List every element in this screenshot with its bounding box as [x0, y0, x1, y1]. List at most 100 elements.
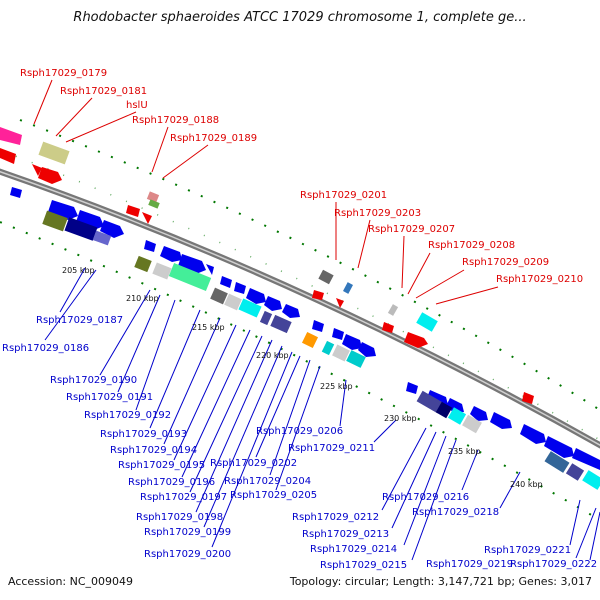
gene-feature[interactable]: [342, 334, 362, 350]
gene-feature[interactable]: [318, 269, 334, 285]
gene-label-Rsph17029_0214[interactable]: Rsph17029_0214: [310, 544, 397, 555]
gene-feature[interactable]: [387, 304, 399, 316]
gene-label-Rsph17029_0219[interactable]: Rsph17029_0219: [426, 559, 513, 570]
gene-feature[interactable]: [146, 191, 160, 203]
gene-label-Rsph17029_0207[interactable]: Rsph17029_0207: [368, 224, 455, 235]
gene-feature[interactable]: [42, 210, 68, 232]
gene-label-Rsph17029_0210[interactable]: Rsph17029_0210: [496, 274, 583, 285]
gene-feature[interactable]: [343, 282, 353, 294]
gene-label-Rsph17029_0216[interactable]: Rsph17029_0216: [382, 492, 469, 503]
gene-feature[interactable]: [406, 382, 418, 394]
gene-label-Rsph17029_0198[interactable]: Rsph17029_0198: [136, 512, 223, 523]
gene-feature[interactable]: [100, 220, 124, 238]
gene-feature[interactable]: [490, 412, 512, 429]
gene-feature[interactable]: [220, 276, 232, 288]
gene-feature[interactable]: [282, 304, 300, 318]
gene-label-Rsph17029_0201[interactable]: Rsph17029_0201: [300, 190, 387, 201]
gene-label-Rsph17029_0205[interactable]: Rsph17029_0205: [230, 490, 317, 501]
gene-label-Rsph17029_0204[interactable]: Rsph17029_0204: [224, 476, 311, 487]
gene-feature[interactable]: [382, 322, 394, 333]
gene-label-Rsph17029_0191[interactable]: Rsph17029_0191: [66, 392, 153, 403]
gene-feature[interactable]: [404, 332, 428, 348]
gene-label-Rsph17029_0181[interactable]: Rsph17029_0181: [60, 86, 147, 97]
gene-feature[interactable]: [246, 288, 266, 304]
gene-feature[interactable]: [234, 282, 246, 294]
gene-feature[interactable]: [264, 296, 282, 311]
gene-feature[interactable]: [565, 463, 585, 481]
gene-feature[interactable]: [416, 312, 438, 332]
gene-feature[interactable]: [142, 212, 152, 224]
gene-label-Rsph17029_0209[interactable]: Rsph17029_0209: [462, 257, 549, 268]
gene-feature[interactable]: [447, 407, 467, 425]
gene-feature[interactable]: [64, 217, 98, 241]
gene-feature[interactable]: [582, 470, 600, 490]
gene-feature[interactable]: [544, 451, 570, 473]
gene-label-Rsph17029_0196[interactable]: Rsph17029_0196: [128, 477, 215, 488]
gene-label-Rsph17029_0206[interactable]: Rsph17029_0206: [256, 426, 343, 437]
gene-feature[interactable]: [210, 287, 228, 305]
gene-feature[interactable]: [435, 401, 453, 419]
gene-label-Rsph17029_0221[interactable]: Rsph17029_0221: [484, 545, 571, 556]
gene-label-Rsph17029_0189[interactable]: Rsph17029_0189: [170, 133, 257, 144]
gene-label-Rsph17029_0190[interactable]: Rsph17029_0190: [50, 375, 137, 386]
gene-feature[interactable]: [332, 328, 344, 340]
gene-feature[interactable]: [332, 344, 350, 362]
gene-feature[interactable]: [336, 298, 344, 308]
gene-feature[interactable]: [259, 310, 273, 326]
gene-feature[interactable]: [358, 342, 376, 357]
blue-leader-lines: [44, 267, 600, 561]
gene-feature[interactable]: [10, 187, 22, 198]
gene-label-Rsph17029_0192[interactable]: Rsph17029_0192: [84, 410, 171, 421]
gene-feature[interactable]: [126, 205, 140, 217]
gene-feature[interactable]: [0, 127, 22, 145]
gene-label-Rsph17029_0179[interactable]: Rsph17029_0179: [20, 68, 107, 79]
gene-label-Rsph17029_0213[interactable]: Rsph17029_0213: [302, 529, 389, 540]
gene-feature[interactable]: [238, 298, 262, 318]
gene-label-Rsph17029_0197[interactable]: Rsph17029_0197: [140, 492, 227, 503]
gene-feature[interactable]: [270, 314, 292, 334]
gene-feature[interactable]: [92, 230, 112, 246]
gene-feature[interactable]: [168, 263, 212, 291]
gene-feature[interactable]: [224, 293, 242, 311]
gene-feature[interactable]: [152, 262, 172, 280]
gene-label-Rsph17029_0202[interactable]: Rsph17029_0202: [210, 458, 297, 469]
gene-label-Rsph17029_0187[interactable]: Rsph17029_0187: [36, 315, 123, 326]
gene-feature[interactable]: [470, 406, 488, 421]
gene-feature[interactable]: [572, 448, 600, 470]
gene-feature[interactable]: [346, 350, 366, 368]
gene-label-hslU[interactable]: hslU: [126, 100, 148, 111]
gene-label-Rsph17029_0188[interactable]: Rsph17029_0188: [132, 115, 219, 126]
gene-label-Rsph17029_0199[interactable]: Rsph17029_0199: [144, 527, 231, 538]
gene-feature[interactable]: [134, 255, 152, 273]
gene-label-Rsph17029_0222[interactable]: Rsph17029_0222: [510, 559, 597, 570]
gene-feature[interactable]: [522, 392, 534, 404]
kbp-ticks: 205 kbp 210 kbp 215 kbp 220 kbp 225 kbp …: [62, 266, 543, 489]
gene-feature[interactable]: [301, 331, 319, 349]
gene-label-Rsph17029_0193[interactable]: Rsph17029_0193: [100, 429, 187, 440]
gene-label-Rsph17029_0212[interactable]: Rsph17029_0212: [292, 512, 379, 523]
gene-feature[interactable]: [148, 199, 160, 209]
gene-feature[interactable]: [38, 167, 62, 184]
gene-feature[interactable]: [416, 390, 444, 414]
gene-label-Rsph17029_0195[interactable]: Rsph17029_0195: [118, 460, 205, 471]
gene-feature[interactable]: [321, 340, 335, 356]
gene-label-Rsph17029_0211[interactable]: Rsph17029_0211: [288, 443, 375, 454]
gene-feature[interactable]: [312, 320, 324, 332]
gene-label-Rsph17029_0194[interactable]: Rsph17029_0194: [110, 445, 197, 456]
gene-label-Rsph17029_0203[interactable]: Rsph17029_0203: [334, 208, 421, 219]
gene-feature[interactable]: [38, 141, 70, 165]
gene-label-Rsph17029_0215[interactable]: Rsph17029_0215: [320, 560, 407, 571]
gene-feature[interactable]: [160, 246, 182, 262]
gene-label-Rsph17029_0208[interactable]: Rsph17029_0208: [428, 240, 515, 251]
gene-label-Rsph17029_0218[interactable]: Rsph17029_0218: [412, 507, 499, 518]
gene-label-Rsph17029_0200[interactable]: Rsph17029_0200: [144, 549, 231, 560]
gene-feature[interactable]: [206, 264, 214, 275]
gene-feature[interactable]: [544, 436, 574, 458]
gene-feature[interactable]: [312, 290, 324, 300]
gene-feature[interactable]: [32, 164, 42, 176]
gene-label-Rsph17029_0186[interactable]: Rsph17029_0186: [2, 343, 89, 354]
gene-feature[interactable]: [520, 424, 546, 444]
gene-feature[interactable]: [462, 414, 482, 434]
gene-feature[interactable]: [0, 148, 16, 164]
gene-feature[interactable]: [144, 240, 156, 252]
